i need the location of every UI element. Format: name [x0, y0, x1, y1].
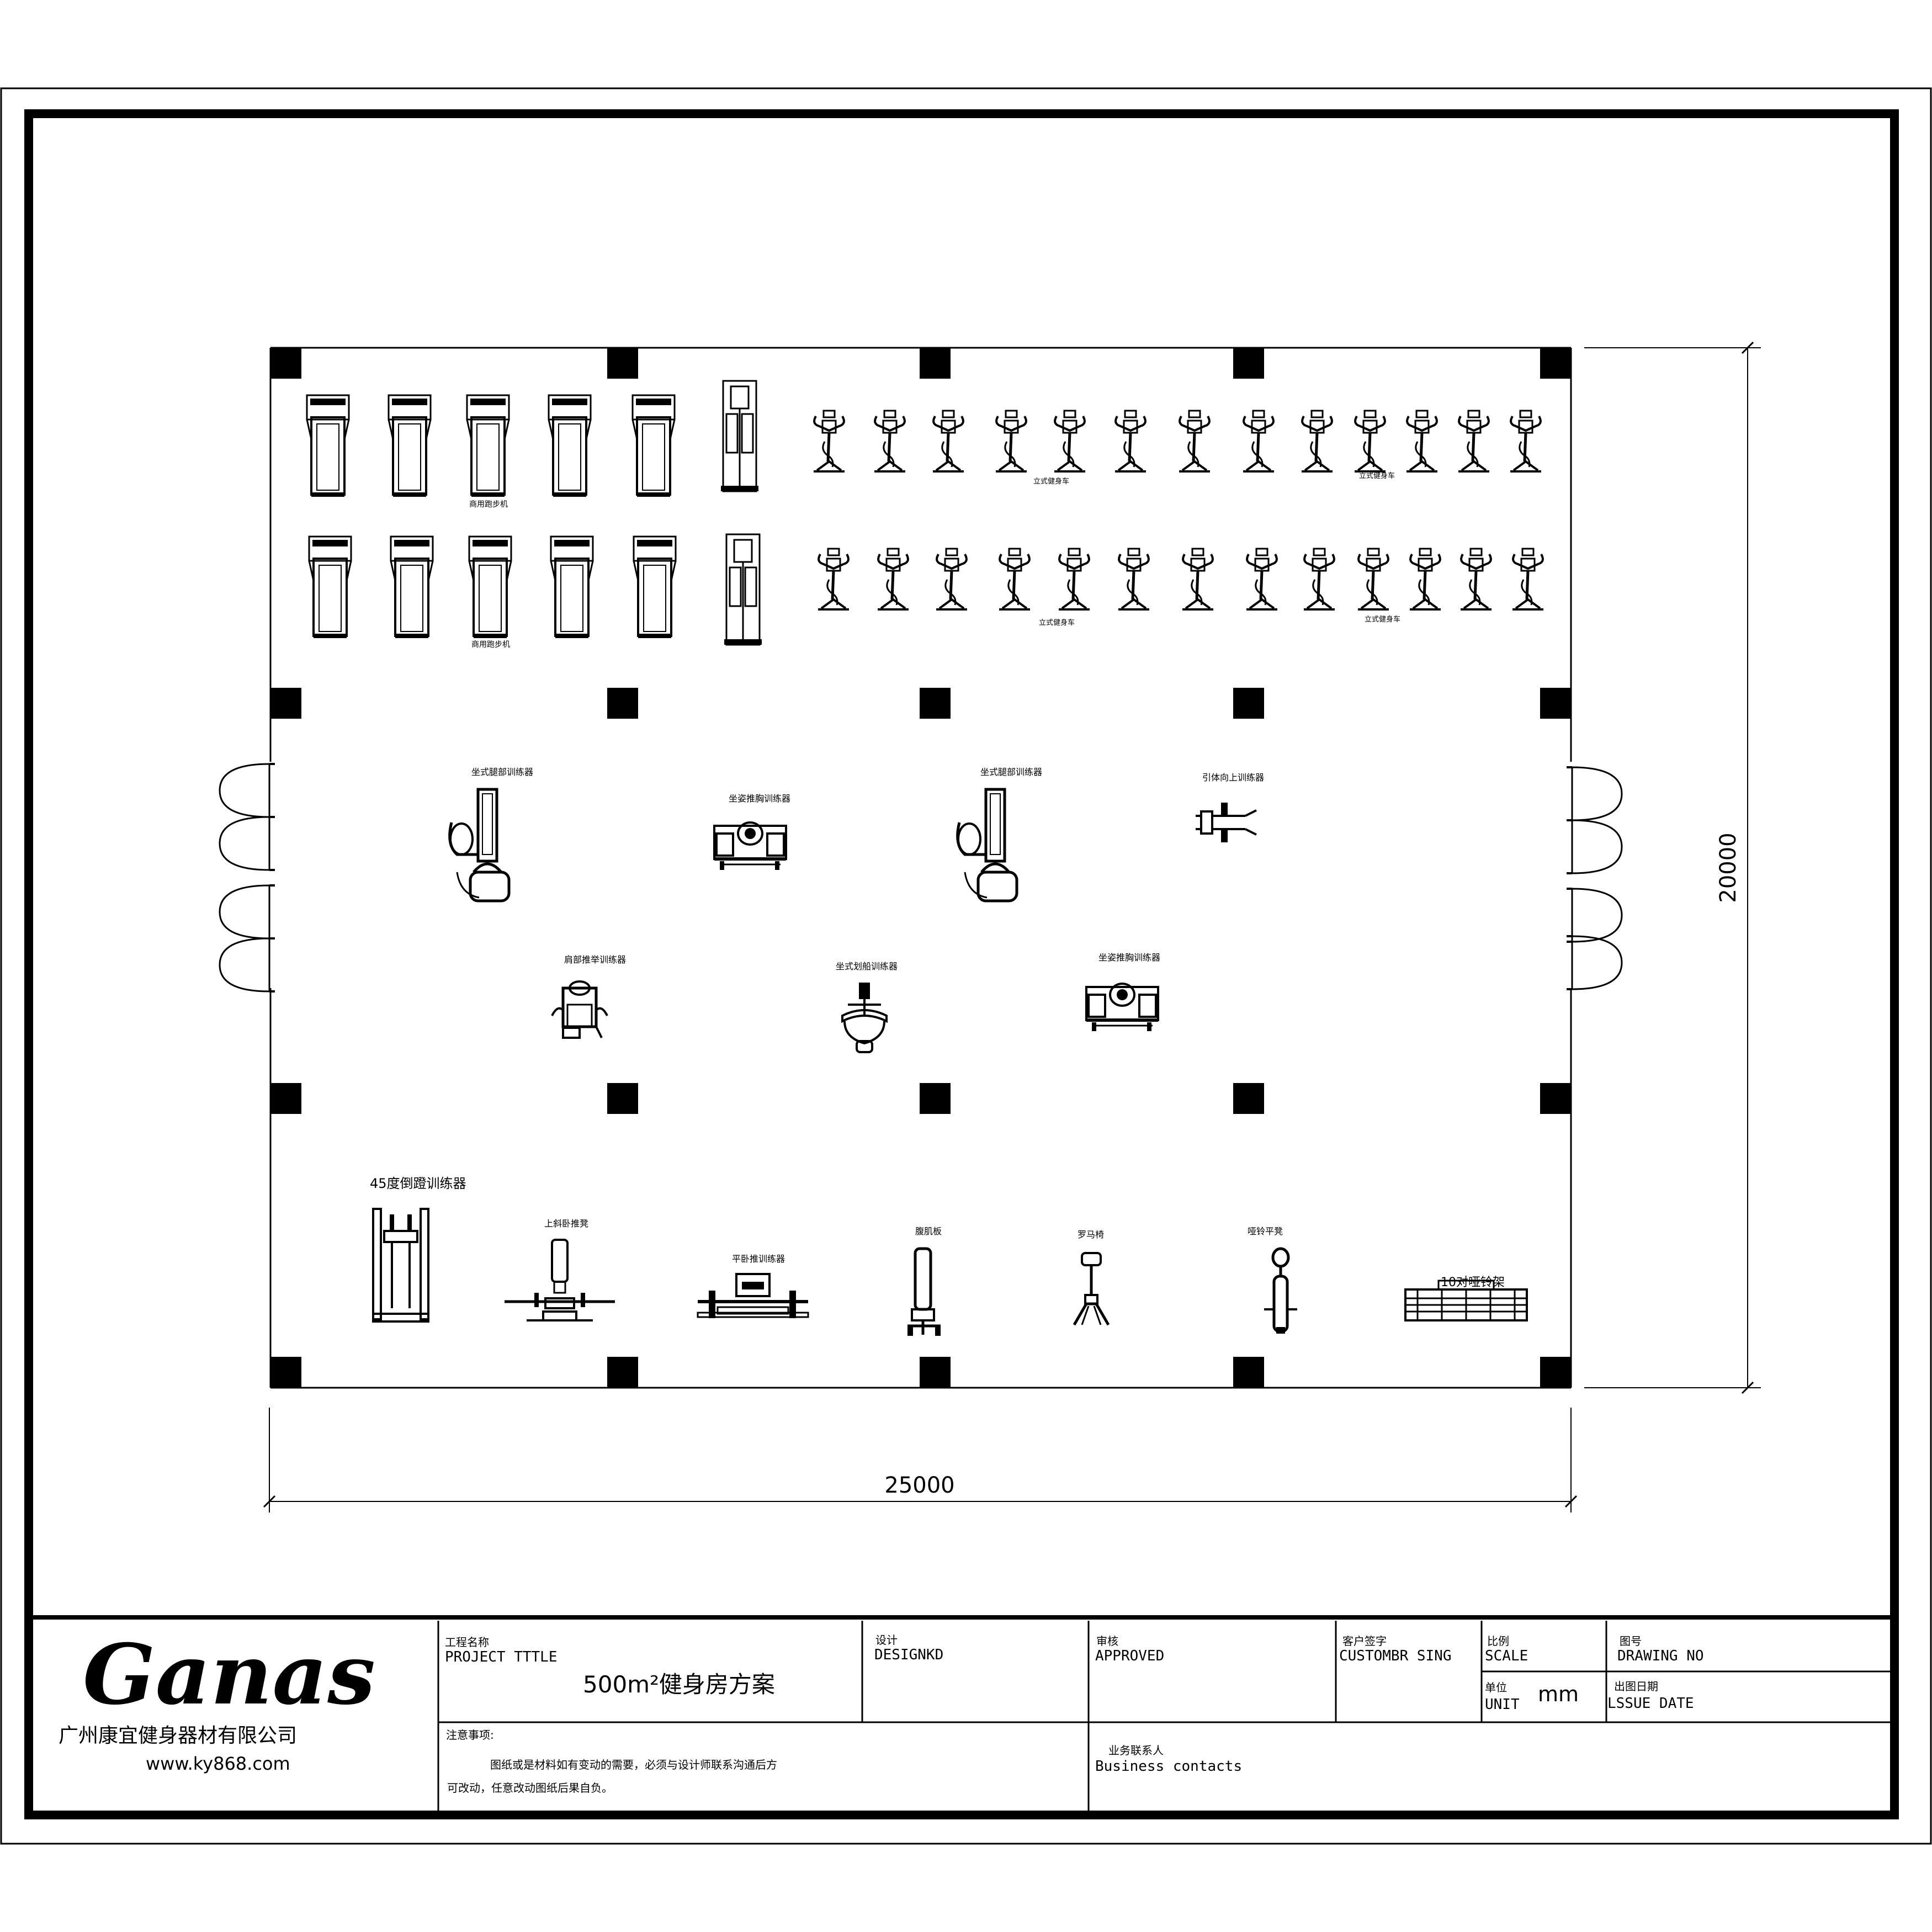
company-website: www.ky868.com: [146, 1753, 290, 1774]
customer-en: CUSTOMBR SING: [1339, 1648, 1452, 1664]
flat-bench-label: 平卧推训练器: [732, 1254, 785, 1264]
incline-bench: [505, 1240, 615, 1320]
seated-chest-1-label: 坐姿推胸训练器: [729, 793, 790, 804]
bike-row-2: [818, 549, 1543, 609]
height-dimension-value: 20000: [1716, 832, 1741, 903]
bike-row1-label-b: 立式健身车: [1359, 471, 1395, 480]
customer-cn: 客户签字: [1342, 1634, 1387, 1648]
roman-chair-label: 罗马椅: [1078, 1229, 1104, 1240]
bike-row2-label-b: 立式健身车: [1365, 615, 1400, 624]
adjustable-bench-label: 哑铃平凳: [1248, 1226, 1283, 1236]
pull-up-label: 引体向上训练器: [1202, 772, 1264, 783]
pull-up-machine: [1195, 802, 1257, 843]
design-en: DESIGNKD: [874, 1647, 943, 1663]
elliptical-2: [723, 533, 763, 646]
outer-border: [0, 87, 1932, 1845]
approved-cn: 审核: [1096, 1634, 1118, 1648]
seated-leg-2-label: 坐式腿部训练器: [980, 767, 1042, 777]
scale-en: SCALE: [1485, 1648, 1528, 1664]
project-name: 500m²健身房方案: [583, 1671, 775, 1698]
notes-line-2: 可改动，任意改动图纸后果自负。: [447, 1781, 613, 1795]
seated-leg-machine-2: [958, 789, 1017, 901]
drawing-frame: [24, 109, 1899, 1819]
height-dimension: [1584, 341, 1761, 1394]
structural-columns: [270, 348, 1571, 1388]
notes-line-1: 图纸或是材料如有变动的需要，必须与设计师联系沟通后方: [490, 1758, 777, 1771]
unit-en: UNIT: [1485, 1696, 1520, 1713]
width-dimension: [263, 1408, 1578, 1512]
bike-row-1: [814, 411, 1541, 471]
flat-bench: [698, 1274, 808, 1318]
shoulder-press-label: 肩部推举训练器: [564, 954, 626, 965]
business-contacts-en: Business contacts: [1095, 1758, 1242, 1775]
treadmill-row-2: [308, 535, 677, 639]
approved-en: APPROVED: [1095, 1648, 1164, 1664]
abs-board-label: 腹肌板: [915, 1226, 942, 1236]
unit-cn: 单位: [1485, 1681, 1507, 1694]
issue-date-cn: 出图日期: [1614, 1680, 1658, 1693]
seated-chest-machine-2: [1086, 984, 1158, 1031]
incline-bench-label: 上斜卧推凳: [544, 1218, 588, 1229]
dumbbell-rack-label: 10对哑铃架: [1441, 1276, 1505, 1289]
leg-45-label: 45度倒蹬训练器: [370, 1176, 466, 1191]
seated-leg-1-label: 坐式腿部训练器: [471, 767, 533, 777]
leg-45-machine: [372, 1208, 429, 1323]
company-name: 广州康宜健身器材有限公司: [59, 1724, 297, 1747]
elliptical-1: [720, 380, 760, 492]
shoulder-press-machine: [552, 981, 607, 1038]
width-dimension-value: 25000: [884, 1473, 954, 1498]
issue-date-en: LSSUE DATE: [1607, 1695, 1694, 1712]
seated-row-machine: [841, 981, 888, 1053]
seated-row-label: 坐式划船训练器: [836, 961, 898, 972]
door-left-2: [219, 884, 276, 992]
roman-chair: [1074, 1253, 1108, 1325]
treadmill-row1-label: 商用跑步机: [469, 500, 508, 509]
treadmill-row2-label: 商用跑步机: [471, 640, 510, 649]
bike-row2-label-a: 立式健身车: [1039, 618, 1075, 627]
scale-cn: 比例: [1487, 1634, 1509, 1648]
project-title-en: PROJECT TTTLE: [445, 1649, 558, 1665]
seated-chest-2-label: 坐姿推胸训练器: [1098, 952, 1160, 963]
door-right-2: [1565, 888, 1623, 990]
title-block-frame: [33, 1615, 1894, 1812]
drawing-no-cn: 图号: [1620, 1634, 1642, 1648]
adjustable-bench: [1264, 1249, 1297, 1334]
drawing-no-en: DRAWING NO: [1617, 1648, 1704, 1664]
abs-board: [907, 1249, 941, 1336]
design-cn: 设计: [875, 1633, 898, 1647]
treadmill-row-1: [306, 394, 676, 498]
seated-leg-machine-1: [450, 789, 509, 901]
unit-value: mm: [1538, 1682, 1579, 1706]
bike-row1-label-a: 立式健身车: [1033, 477, 1069, 486]
project-title-cn: 工程名称: [445, 1636, 489, 1649]
brand-logo: Ganas: [83, 1626, 375, 1723]
door-right-1: [1565, 766, 1623, 874]
business-contacts-cn: 业务联系人: [1108, 1744, 1164, 1757]
notes-title: 注意事项:: [446, 1728, 494, 1742]
door-left-1: [219, 763, 276, 871]
seated-chest-machine-1: [714, 822, 786, 870]
